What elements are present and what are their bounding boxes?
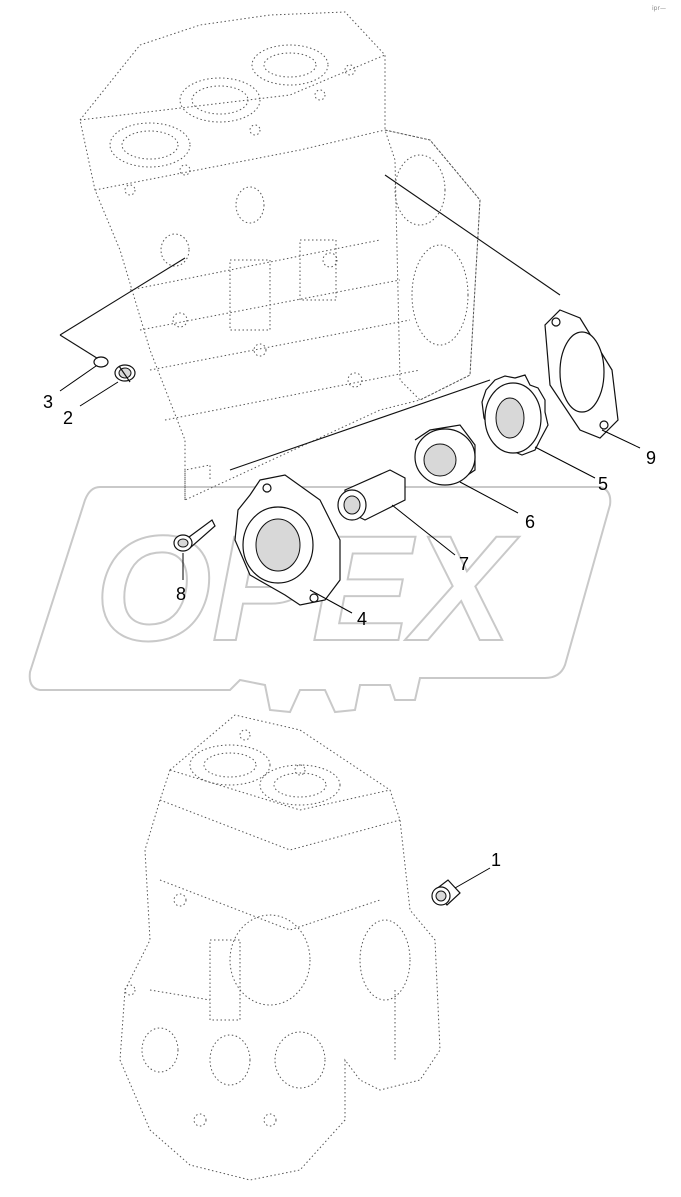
reference-line-left	[59, 257, 186, 336]
callout-2: 2	[63, 408, 73, 428]
engine-block-top	[79, 11, 481, 501]
bushing-part-6	[414, 424, 476, 486]
reference-line-front	[384, 174, 561, 296]
leader-3	[59, 365, 97, 392]
callout-5: 5	[598, 474, 608, 494]
shaft-part-7	[337, 469, 406, 521]
leader-5	[534, 446, 596, 479]
reference-line-left-2	[59, 334, 101, 361]
leader-7	[391, 504, 456, 556]
corner-mark: ipr—	[652, 5, 666, 12]
reference-line-axis	[229, 379, 491, 471]
callout-6: 6	[525, 512, 535, 532]
bolt-part-8	[173, 519, 216, 552]
callout-3: 3	[43, 392, 53, 412]
leader-1	[454, 867, 491, 889]
callout-labels: 1 2 3 4 5 6 7 8 9	[43, 392, 656, 870]
gasket-part-9	[544, 309, 619, 439]
plug-part-1	[431, 879, 461, 906]
callout-8: 8	[176, 584, 186, 604]
leader-2	[79, 381, 119, 407]
leader-9	[601, 429, 641, 449]
leader-4	[309, 589, 353, 614]
callout-1: 1	[491, 850, 501, 870]
leader-lines	[59, 365, 641, 889]
leader-6	[459, 481, 519, 514]
o-ring-part-3	[93, 356, 109, 368]
callout-4: 4	[357, 609, 367, 629]
callout-9: 9	[646, 448, 656, 468]
housing-part-4	[234, 474, 341, 606]
plug-part-2	[114, 364, 136, 383]
gear-part-5	[481, 374, 549, 456]
callout-7: 7	[459, 554, 469, 574]
engine-block-bottom	[119, 714, 441, 1181]
